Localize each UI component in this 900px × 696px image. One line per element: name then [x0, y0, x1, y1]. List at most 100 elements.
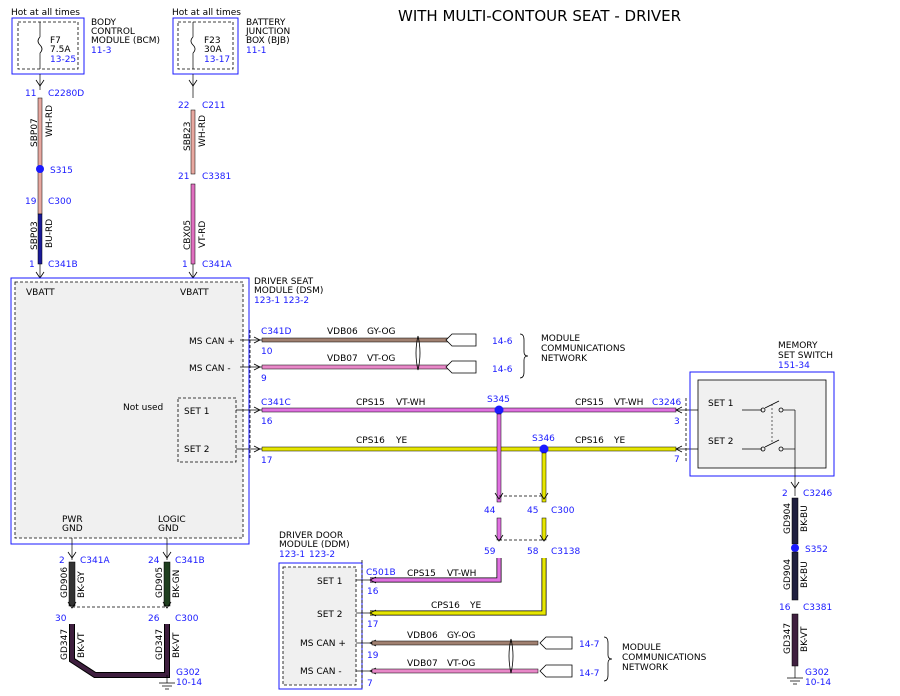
dsm-ms-can-plus: MS CAN + [189, 337, 235, 347]
wire-bk-bu-2 [791, 551, 799, 601]
connector-plug-icon [539, 636, 573, 650]
set-pin-r2: 7 [674, 455, 680, 465]
gl-circuit-a: GD906 [60, 567, 70, 598]
dsm-ms-can-minus: MS CAN - [189, 364, 231, 374]
ddm-pin-plus: 19 [367, 651, 379, 661]
ddm-ref-2: 123-2 [309, 550, 335, 560]
dsm-can-pin-minus: 9 [261, 374, 267, 384]
splice-s346 [539, 444, 549, 454]
connector-plug-icon [445, 333, 477, 347]
dsm-not-used: Not used [123, 403, 163, 413]
gr-circuit-b: GD904 [783, 559, 793, 590]
gr-pin-c: 16 [779, 603, 791, 613]
dsm-pwr-2: GND [62, 524, 83, 534]
bjb-name-3: BOX (BJB) [246, 36, 290, 46]
dsm-ref-1: 123-1 [254, 296, 280, 306]
connector-plug-icon [445, 360, 477, 374]
bcm-box [11, 17, 85, 75]
bcm-fuse-icon [37, 36, 43, 54]
bcm-name-3: MODULE (BCM) [91, 36, 160, 46]
ddm-set1-color: VT-WH [447, 569, 476, 579]
v-pin-a: 44 [484, 506, 496, 516]
gl-pin-b: 24 [148, 556, 160, 566]
right-feed-conn2: C3381 [202, 172, 231, 182]
memory-name-1: MEMORY [778, 341, 818, 351]
connector-plug-icon [539, 664, 573, 678]
wire-bk-gn [163, 561, 171, 607]
dsm-vbatt-1: VBATT [26, 288, 55, 298]
wire-bk-vt-left [70, 624, 169, 677]
set1-color-left: VT-WH [396, 398, 425, 408]
bcm-name-ref: 11-3 [91, 46, 111, 56]
left-feed-pin3: 1 [29, 260, 35, 270]
v-pin-c: 59 [484, 547, 496, 557]
right-circuit1: SBB23 [183, 121, 193, 151]
memory-name-2: SET SWITCH [778, 351, 833, 361]
left-circuit1: SBP07 [30, 118, 40, 147]
dsm-pwr-1: PWR [62, 515, 83, 525]
set-splice-set1: S345 [487, 395, 510, 405]
diagram-title: WITH MULTI-CONTOUR SEAT - DRIVER [398, 7, 681, 25]
gr-conn-c: C3381 [803, 603, 832, 613]
memory-set1: SET 1 [708, 399, 733, 409]
bjb-name-ref: 11-1 [246, 46, 266, 56]
ddm-name-2: MODULE (DDM) [279, 540, 350, 550]
connector-arrow-icon [188, 79, 198, 87]
dsm-name-1: DRIVER SEAT [254, 277, 314, 287]
ddm-ref-minus: 14-7 [579, 669, 599, 679]
ddm-ms-can-minus: MS CAN - [300, 667, 342, 677]
ddm-set2-circuit: CPS16 [431, 601, 460, 611]
right-circuit2: CBX05 [183, 220, 193, 250]
bcm-fuse-ref: 13-25 [50, 55, 76, 65]
set1-color-right: VT-WH [614, 398, 643, 408]
connector-arrow-icon [494, 492, 504, 500]
bjb-hot-label: Hot at all times [172, 8, 241, 18]
ddm-ms-can-plus: MS CAN + [300, 639, 346, 649]
wire-wh-rd-right [190, 109, 196, 175]
gr-ground-ref: 10-14 [805, 678, 831, 688]
wire-gy-og-dsm [261, 337, 453, 343]
ddm-color-minus: VT-OG [447, 659, 475, 669]
bjb-inner-box [177, 21, 234, 70]
gl-color-b: BK-GN [172, 570, 182, 598]
ddm-set2: SET 2 [317, 610, 342, 620]
right-color1: WH-RD [198, 115, 208, 147]
set2-circuit-right: CPS16 [575, 436, 604, 446]
dsm-name-2: MODULE (DSM) [254, 286, 323, 296]
set-conn-right: C3246 [652, 398, 681, 408]
left-color2: BU-RD [45, 219, 55, 248]
bjb-name-1: BATTERY [246, 18, 286, 28]
dsm-inner-box [14, 281, 244, 539]
ddm-set1-circuit: CPS15 [407, 569, 436, 579]
gl-pin-c: 30 [55, 614, 67, 624]
dsm-can-net-1: MODULE [541, 334, 580, 344]
ddm-conn: C501B [366, 568, 396, 578]
right-feed-conn1: C211 [202, 101, 225, 111]
memory-ref: 151-34 [778, 361, 810, 371]
bjb-fuse-icon [190, 36, 196, 54]
bjb-fuse-amps: 30A [204, 45, 222, 55]
connector-arrow-icon [253, 336, 261, 344]
ddm-ref-1: 123-1 [279, 550, 305, 560]
ddm-set2-color: YE [469, 601, 481, 611]
set2-color-left: YE [395, 436, 407, 446]
gr-ground: G302 [805, 668, 829, 678]
bjb-name-2: JUNCTION [245, 27, 290, 37]
ddm-ref-plus: 14-7 [579, 640, 599, 650]
bjb-fuse-ref: 13-17 [204, 55, 230, 65]
dsm-logic-1: LOGIC [158, 515, 186, 525]
twisted-pair-icon [415, 335, 421, 371]
dsm-can-color-plus: GY-OG [367, 327, 396, 337]
set-conn-left: C341C [261, 398, 291, 408]
left-feed-pin2: 19 [25, 197, 37, 207]
dsm-can-color-minus: VT-OG [367, 354, 395, 364]
ddm-net-1: MODULE [622, 643, 661, 653]
gr-color-c: BK-VT [800, 626, 810, 652]
connector-arrow-icon [539, 534, 549, 542]
set1-circuit-right: CPS15 [575, 398, 604, 408]
gl-ground-ref: 10-14 [176, 678, 202, 688]
brace-icon [603, 636, 613, 682]
right-feed-conn3: C341A [202, 260, 232, 270]
dsm-set2: SET 2 [184, 445, 209, 455]
